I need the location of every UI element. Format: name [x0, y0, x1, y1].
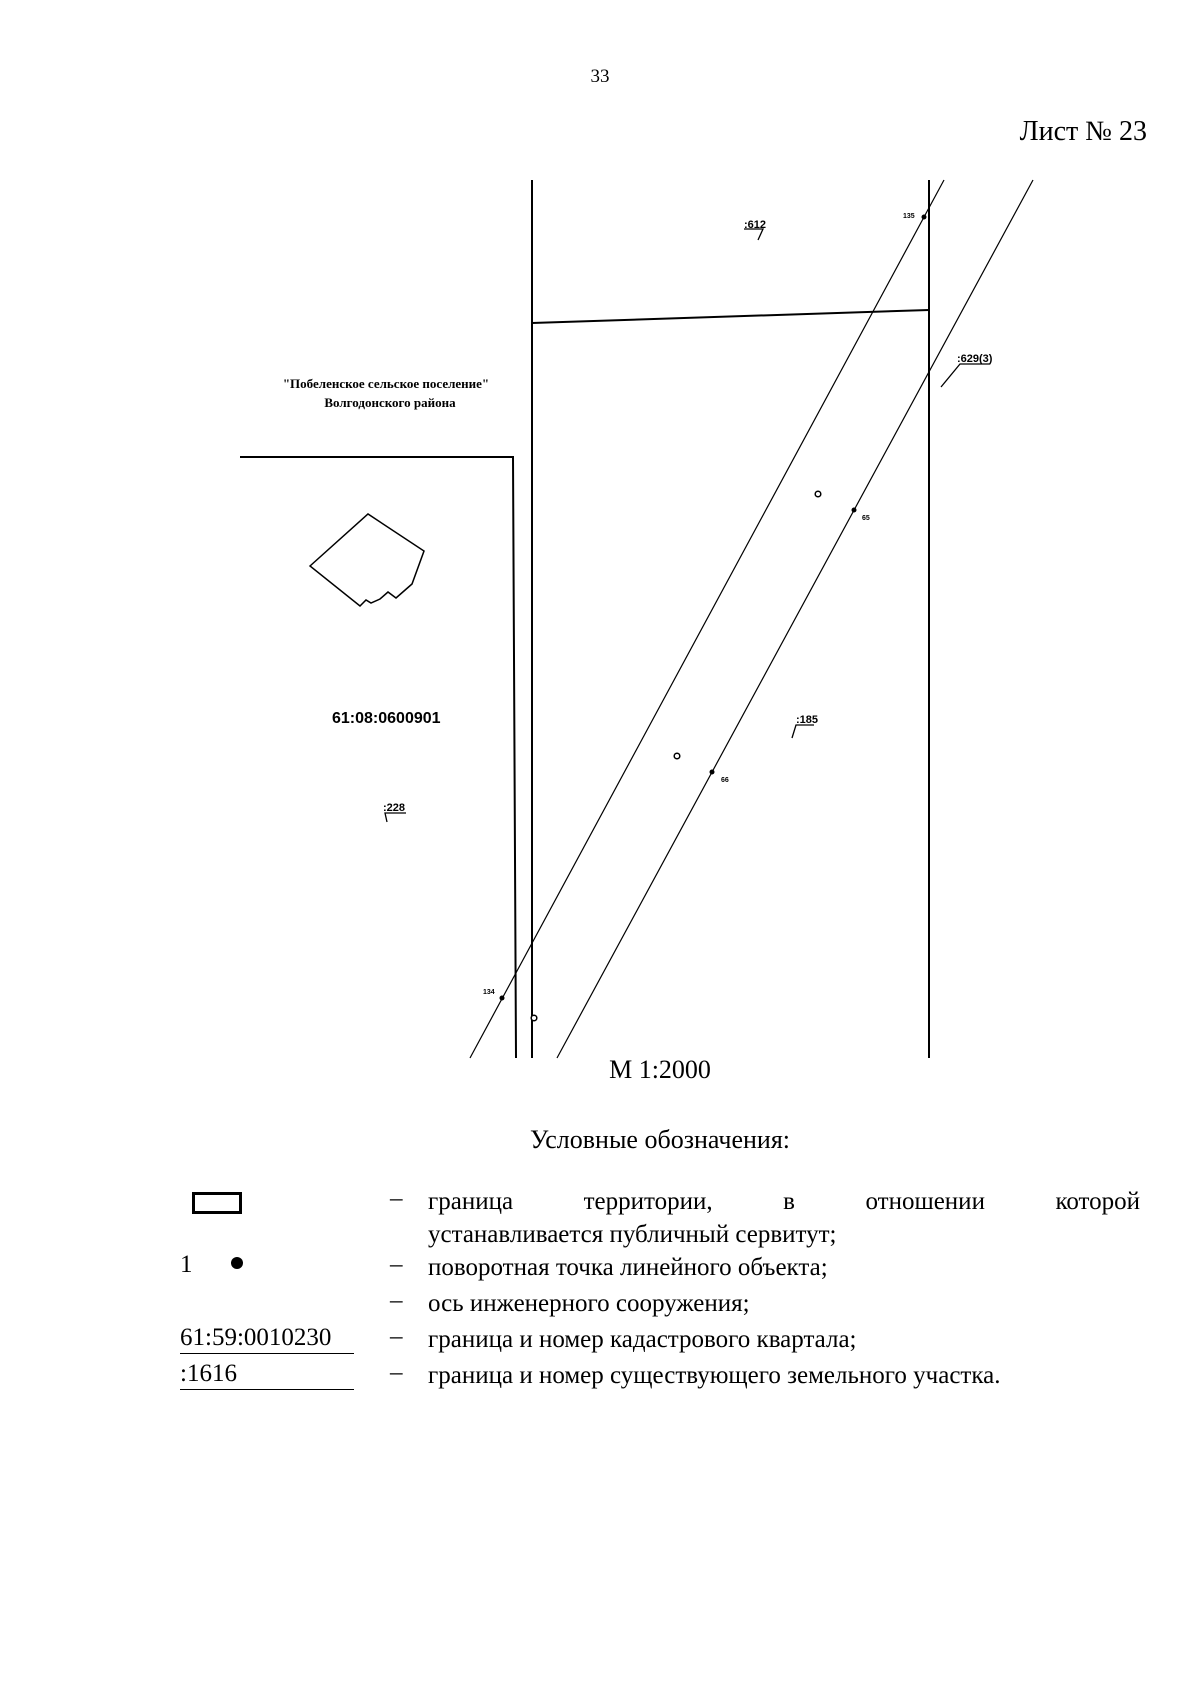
point-134: [499, 995, 505, 1001]
legend-desc: поворотная точка линейного объекта;: [428, 1254, 828, 1281]
quarter-boundary-corner: [240, 456, 517, 1059]
point-dot-symbol: [230, 1257, 243, 1269]
point-label-134: 134: [483, 989, 495, 996]
leader-612: [744, 228, 765, 241]
leader-228: [384, 812, 406, 823]
legend-desc: граница территории, в отношении которой: [428, 1188, 1140, 1215]
parcel-228: :228: [383, 802, 405, 814]
legend: – граница территории, в отношении которо…: [180, 1185, 1140, 1395]
leader-185: [791, 724, 814, 739]
parcel-629: :629(3): [957, 353, 993, 365]
axis-point: [530, 1014, 538, 1022]
settlement-name: "Побеленское сельское поселение": [283, 376, 489, 391]
axis-point: [673, 752, 681, 760]
parcel-185: :185: [796, 714, 818, 726]
legend-desc: устанавливается публичный сервитут;: [428, 1221, 837, 1248]
sheet-label: Лист № 23: [1019, 116, 1147, 147]
legend-desc: граница и номер существующего земельного…: [428, 1362, 1001, 1389]
legend-item-axis: – ось инженерного сооружения;: [180, 1287, 1140, 1323]
legend-item-parcel: :1616 – граница и номер существующего зе…: [180, 1359, 1140, 1395]
legend-item-turning-point: 1 – поворотная точка линейного объекта;: [180, 1251, 1140, 1287]
parcel-612: :612: [744, 219, 766, 231]
legend-item-servitude-boundary: – граница территории, в отношении которо…: [180, 1185, 1140, 1251]
servitude-line-lower: [556, 179, 1034, 1059]
map-scale: М 1:2000: [609, 1055, 711, 1084]
building-outline: [308, 513, 425, 608]
parcel-number-symbol: :1616: [180, 1359, 354, 1390]
point-label-66: 66: [721, 777, 729, 784]
cadastral-map: "Побеленское сельское поселение" Волгодо…: [240, 179, 1034, 1059]
legend-desc: граница и номер кадастрового квартала;: [428, 1326, 857, 1353]
legend-desc: ось инженерного сооружения;: [428, 1290, 750, 1317]
parcel-boundary-horizontal: [531, 309, 930, 324]
point-66: [709, 769, 715, 775]
point-65: [851, 507, 857, 513]
boundary-symbol: [192, 1192, 242, 1214]
legend-item-quarter: 61:59:0010230 – граница и номер кадастро…: [180, 1323, 1140, 1359]
point-label-65: 65: [862, 515, 870, 522]
page-number: 33: [590, 66, 610, 87]
leader-629: [940, 363, 990, 388]
settlement-district: Волгодонского района: [324, 395, 456, 410]
point-number-symbol: 1: [180, 1251, 193, 1278]
quarter-number-symbol: 61:59:0010230: [180, 1323, 354, 1354]
legend-title: Условные обозначения:: [529, 1125, 791, 1154]
point-135: [921, 214, 927, 220]
servitude-line-upper: [469, 179, 945, 1059]
point-label-135: 135: [903, 213, 915, 220]
axis-point: [814, 490, 822, 498]
quarter-number: 61:08:0600901: [332, 710, 441, 727]
